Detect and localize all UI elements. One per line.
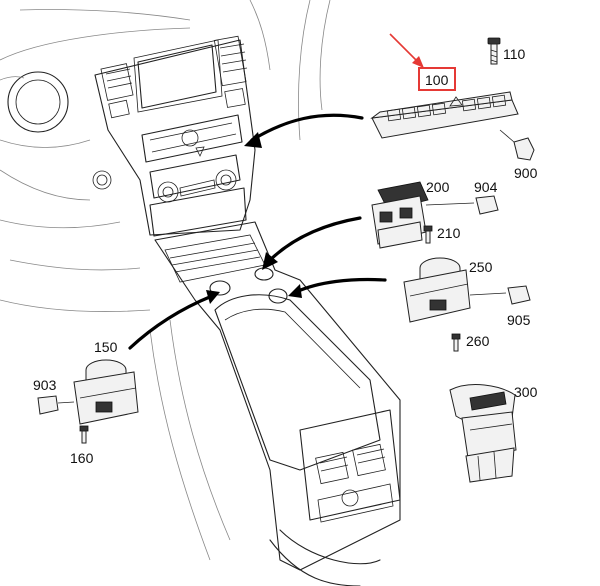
highlight-annotation <box>389 33 456 91</box>
label-250[interactable]: 250 <box>469 259 493 275</box>
part-300-shifter[interactable] <box>449 384 517 483</box>
label-200[interactable]: 200 <box>426 179 450 195</box>
part-900-connector[interactable] <box>499 129 535 161</box>
part-160-screw[interactable] <box>79 425 89 444</box>
highlight-box <box>418 67 456 91</box>
label-300[interactable]: 300 <box>514 384 538 400</box>
label-160[interactable]: 160 <box>70 450 94 466</box>
highlight-arrow <box>389 33 421 65</box>
interior-dashboard-drawing <box>0 0 331 312</box>
part-904-connector[interactable] <box>475 195 499 215</box>
label-904[interactable]: 904 <box>474 179 498 195</box>
part-100-switch-panel[interactable] <box>370 91 519 139</box>
label-150[interactable]: 150 <box>94 339 118 355</box>
label-110[interactable]: 110 <box>503 46 526 62</box>
pointer-arrows <box>128 113 387 350</box>
part-210-screw[interactable] <box>423 225 433 244</box>
label-900[interactable]: 900 <box>514 165 538 181</box>
label-210[interactable]: 210 <box>437 225 461 241</box>
label-100[interactable]: 100 <box>425 72 449 88</box>
label-903[interactable]: 903 <box>33 377 57 393</box>
part-260-screw[interactable] <box>451 333 461 352</box>
part-150-module[interactable] <box>57 359 139 425</box>
part-labels: 100 110 900 200 904 210 250 905 260 150 … <box>33 46 538 466</box>
label-905[interactable]: 905 <box>507 312 531 328</box>
label-260[interactable]: 260 <box>466 333 490 349</box>
center-console-drawing <box>149 221 401 586</box>
part-250-module[interactable] <box>403 257 507 323</box>
part-903-connector[interactable] <box>37 395 59 415</box>
part-110-screw[interactable] <box>487 37 501 65</box>
part-200-module[interactable] <box>371 181 475 249</box>
part-905-connector[interactable] <box>507 285 531 305</box>
highlight-arrow-head <box>412 56 424 68</box>
